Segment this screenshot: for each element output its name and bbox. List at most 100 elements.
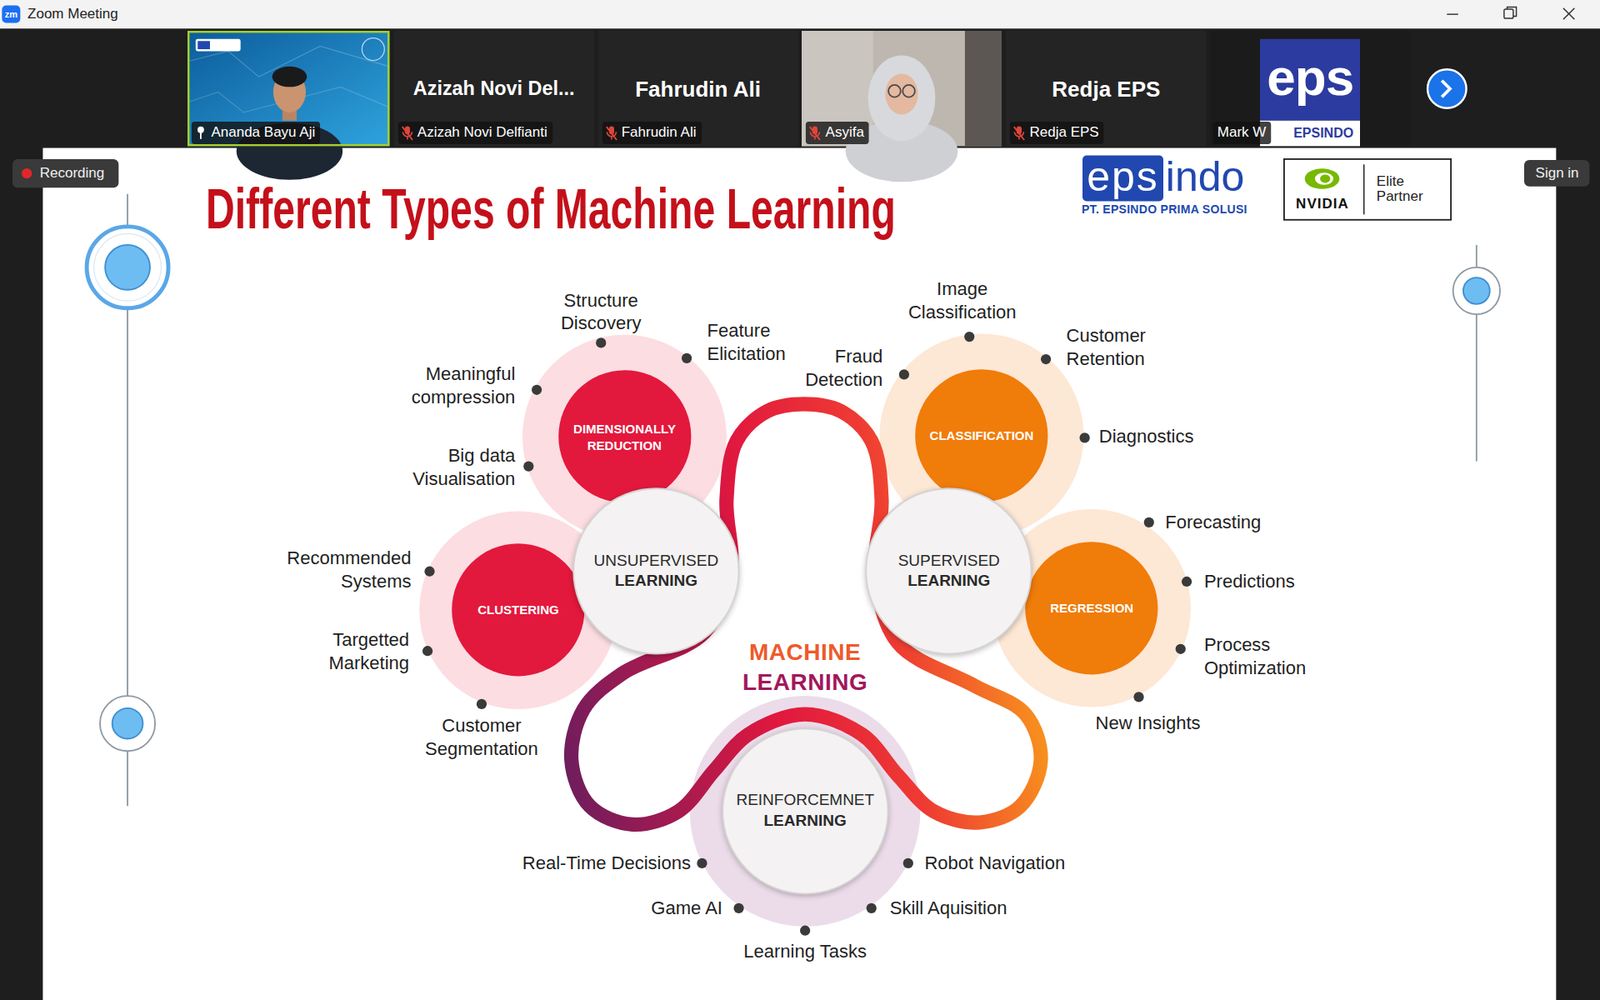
participant-title: Azizah Novi Del... xyxy=(413,76,575,101)
category-circle-shape xyxy=(721,727,890,895)
node-label: SUPERVISED LEARNING xyxy=(898,550,1000,592)
timeline-decoration-part xyxy=(105,245,150,290)
application-label: Meaningful compression xyxy=(411,362,516,410)
bullet-dot xyxy=(595,337,606,348)
node-label: Elite Partner xyxy=(1376,174,1424,205)
bullet-dot xyxy=(866,903,877,914)
bullet-dot xyxy=(424,566,435,577)
name-plates xyxy=(805,121,870,145)
status-icons xyxy=(401,125,412,140)
bullet-dot xyxy=(681,353,692,364)
participant-title: Redja EPS xyxy=(1051,75,1160,103)
mute-icon xyxy=(610,135,613,140)
application-label: Targetted Marketing xyxy=(328,628,410,675)
bullet-dot xyxy=(1175,644,1186,655)
bullet-dot xyxy=(422,645,433,656)
next-page-button xyxy=(1427,69,1467,109)
brain-icon xyxy=(362,37,385,60)
nvidia-eye xyxy=(1315,172,1334,185)
bullet-dot xyxy=(800,925,810,936)
video-ground xyxy=(187,30,390,146)
application-label: Skill Aquisition xyxy=(890,896,1008,920)
company-name: PT. EPSINDO PRIMA SOLUSI xyxy=(1081,202,1248,218)
record-dot xyxy=(21,168,32,179)
name-plate xyxy=(1010,121,1105,145)
badge-frame xyxy=(1284,159,1451,220)
participant-name: Asyifa xyxy=(825,124,865,142)
door-frame xyxy=(965,30,1002,146)
application-label: Real-Time Decisions xyxy=(522,851,691,875)
mute-icon xyxy=(401,126,412,140)
node-label: NVIDIA xyxy=(1295,195,1350,213)
method-circle-shape xyxy=(557,369,693,505)
nvidia-eye xyxy=(1305,168,1340,189)
slide-title: Different Types of Machine Learning xyxy=(205,180,896,237)
tile-ground xyxy=(1005,30,1206,146)
circle-outline xyxy=(451,544,585,677)
method-circle: DIMENSIONALLY REDUCTION xyxy=(557,369,693,505)
tile-ground xyxy=(394,30,595,146)
bullet-dot xyxy=(1080,432,1090,443)
participant-name: Azizah Novi Delfianti xyxy=(417,124,548,142)
nvidia-eye xyxy=(1320,174,1330,183)
speaker-border xyxy=(189,31,390,145)
application-label: Big data Visualisation xyxy=(405,444,515,491)
person-hair xyxy=(272,66,308,87)
application-label: Robot Navigation xyxy=(924,851,1065,875)
name-plate xyxy=(191,121,320,145)
participant-name: Redja EPS xyxy=(1030,124,1100,142)
window-controls xyxy=(1446,7,1575,20)
glasses xyxy=(889,85,902,98)
person-face xyxy=(885,73,919,115)
bullet-dots xyxy=(422,331,1192,936)
button-ground xyxy=(1524,160,1590,187)
node-label: REGRESSION xyxy=(1050,600,1134,617)
status-icons xyxy=(197,126,205,140)
timeline-decoration-part xyxy=(100,695,155,751)
node-label: Sign in xyxy=(1535,165,1580,183)
method-circle: REGRESSION xyxy=(1024,540,1160,676)
participant-title: Fahrudin Ali xyxy=(635,75,761,103)
mute-icon xyxy=(406,135,409,140)
circle-outline xyxy=(722,728,888,894)
name-plate xyxy=(398,121,553,145)
logo-text: eps xyxy=(1082,155,1164,202)
bullet-dot xyxy=(733,903,744,914)
participant-tile: Azizah Novi Del... Azizah Novi Delfianti xyxy=(394,30,595,146)
mute-icon xyxy=(810,126,820,140)
name-plates xyxy=(191,121,320,145)
name-plates xyxy=(1010,121,1105,145)
video-ground xyxy=(801,30,1002,146)
badge-divider xyxy=(1363,164,1365,215)
logo-band xyxy=(1260,120,1360,146)
application-label: Game AI xyxy=(650,896,723,920)
tile-ground xyxy=(1210,30,1410,146)
application-label: Feature Elicitation xyxy=(707,319,786,366)
application-label: Image Classification xyxy=(908,277,1017,325)
name-plate xyxy=(805,121,870,145)
next-page-button-part xyxy=(1441,80,1450,98)
center-heading: MACHINE LEARNING xyxy=(742,636,868,698)
person-hijab xyxy=(868,55,936,141)
pin-icon xyxy=(200,131,202,140)
bullet-dot xyxy=(523,460,534,471)
participant-name: Ananda Bayu Aji xyxy=(210,124,315,142)
sign-in-button: Sign in xyxy=(1524,160,1590,187)
method-circle: CLUSTERING xyxy=(450,542,586,678)
logo-strip xyxy=(195,39,241,52)
title-bar xyxy=(0,0,1600,29)
application-label: Diagnostics xyxy=(1099,425,1195,449)
name-plates xyxy=(1213,121,1272,145)
badge-ground xyxy=(12,159,119,188)
slide xyxy=(42,148,1556,1000)
participant-tile: Asyifa xyxy=(801,30,1002,146)
category-circle-shape xyxy=(572,487,740,655)
timeline-decoration-part xyxy=(1463,277,1490,305)
application-label: Recommended Systems xyxy=(286,546,411,594)
status-icons xyxy=(1014,125,1025,140)
application-label: Process Optimization xyxy=(1204,633,1306,680)
node-label: DIMENSIONALLY REDUCTION xyxy=(573,420,676,454)
logo-block xyxy=(1260,39,1360,121)
category-circle: REINFORCEMNET LEARNING xyxy=(721,727,890,895)
